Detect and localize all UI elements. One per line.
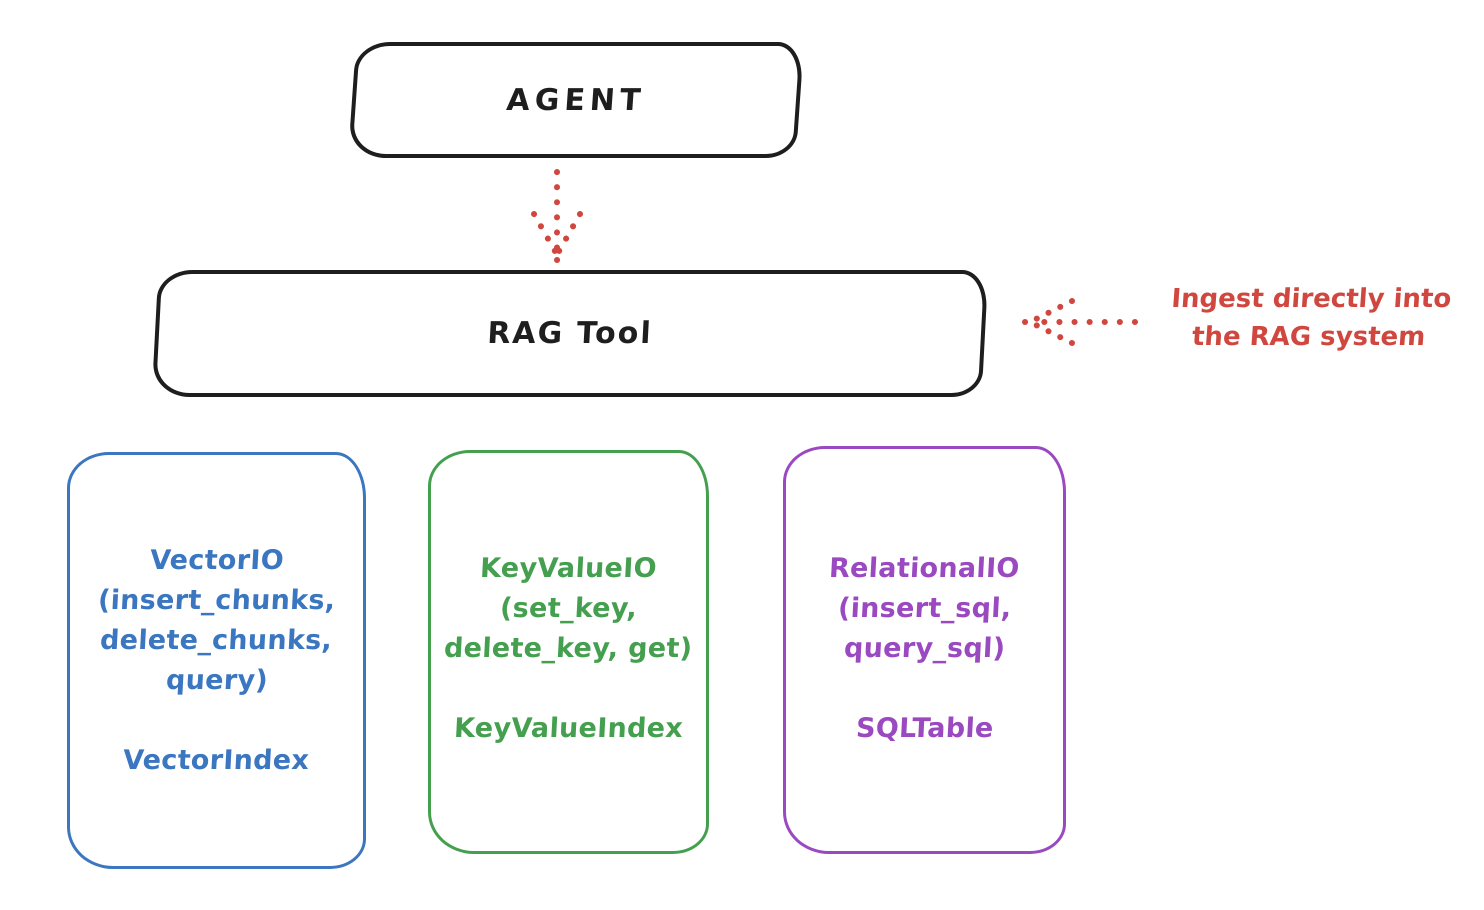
vector-index-label: VectorIndex [122,745,311,776]
vector-io-box: VectorIO (insert_chunks, delete_chunks, … [67,452,366,869]
ingest-annotation: Ingest directly into the RAG system [1137,280,1482,356]
keyvalue-io-method-line: (set_key, [499,593,638,624]
vector-io-method-line: (insert_chunks, [97,585,337,616]
keyvalue-io-title: KeyValueIO [479,553,658,584]
keyvalue-index-label: KeyValueIndex [453,713,684,744]
agent-to-ragtool-dotted-arrow-icon [531,169,583,263]
ingest-annotation-line1: Ingest directly into [1170,284,1453,314]
relational-io-title: RelationalIO [828,553,1021,584]
vector-io-method-line: delete_chunks, [99,625,334,656]
keyvalue-io-box: KeyValueIO (set_key, delete_key, get) Ke… [428,450,709,854]
relational-io-box: RelationalIO (insert_sql, query_sql) SQL… [783,446,1066,854]
relational-io-method-line: query_sql) [843,633,1006,664]
vector-io-title: VectorIO [148,545,285,576]
rag-tool-box: RAG Tool [151,270,989,397]
vector-io-method-line: query) [164,665,269,696]
agent-label: AGENT [505,82,647,118]
keyvalue-io-method-line: delete_key, get) [443,633,694,664]
agent-box: AGENT [347,42,805,158]
ingest-annotation-line2: the RAG system [1191,322,1427,352]
sql-table-label: SQLTable [854,713,995,744]
annotation-dotted-arrow-left-icon [1022,298,1138,346]
relational-io-method-line: (insert_sql, [836,593,1013,624]
rag-tool-label: RAG Tool [486,316,654,351]
